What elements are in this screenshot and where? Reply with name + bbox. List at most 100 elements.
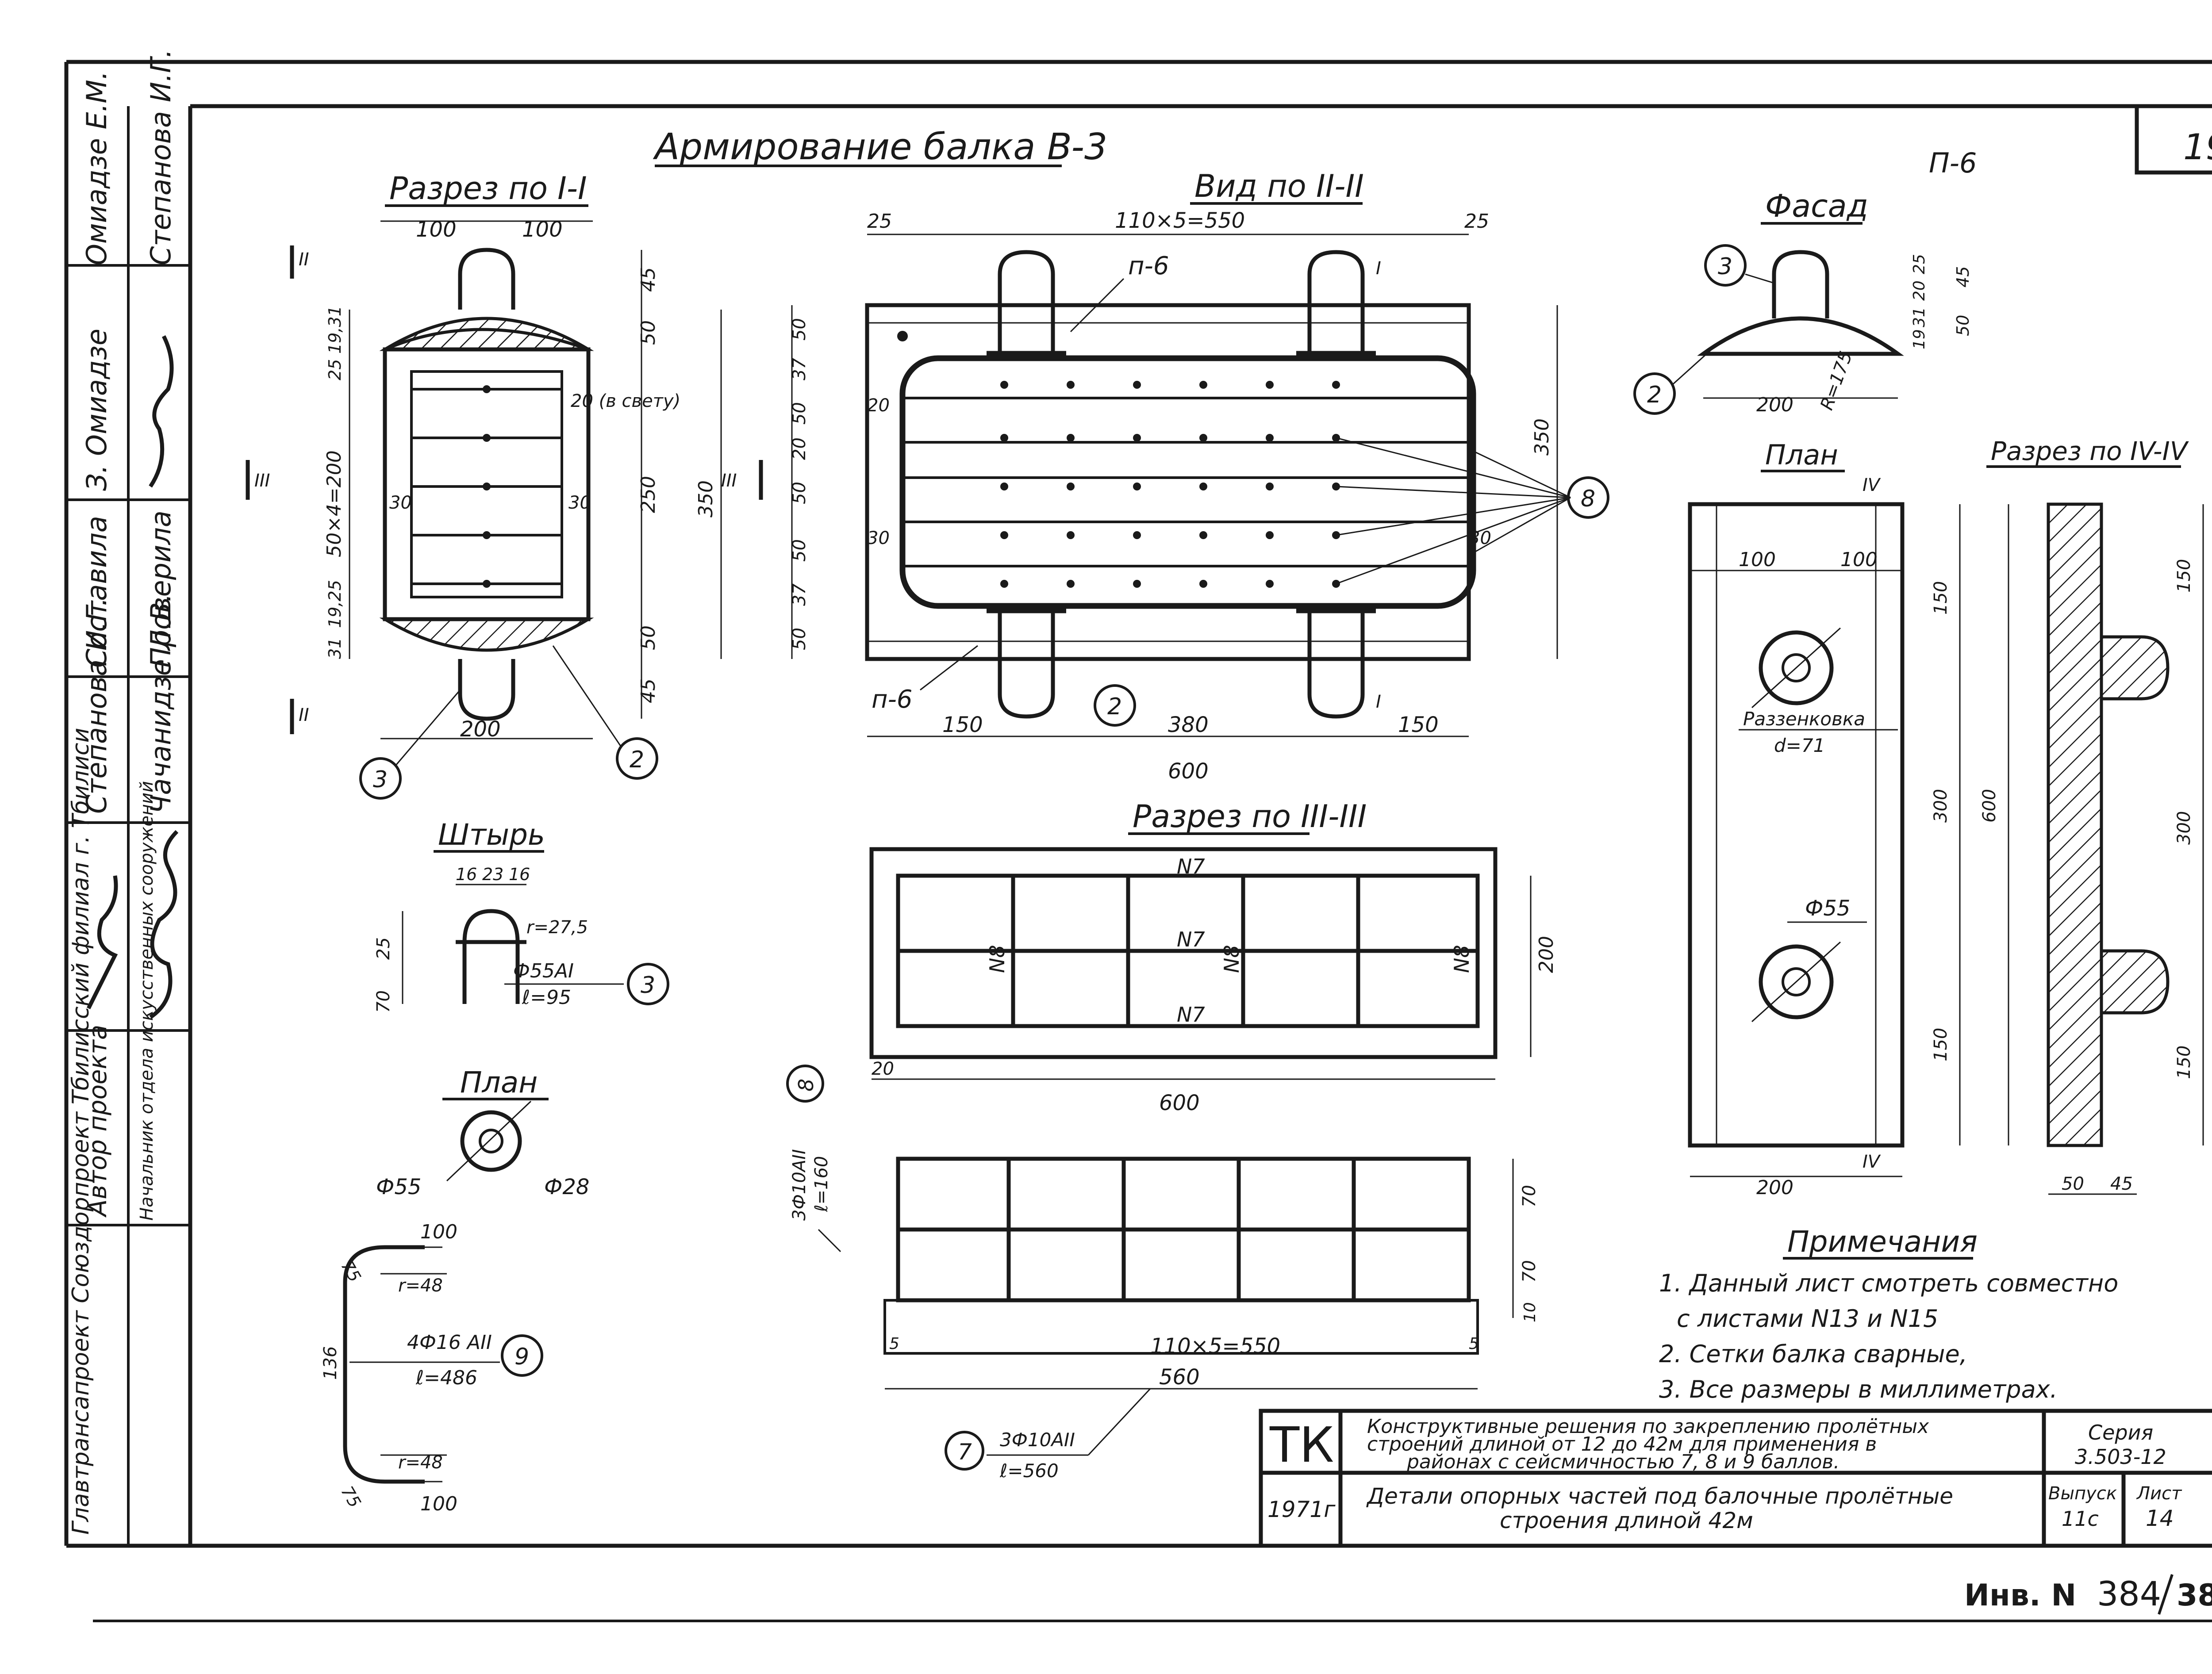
- s1-marker-top: II: [299, 249, 309, 270]
- s1-lbl-350: 350: [695, 480, 717, 517]
- v2-lbl-p6-top: п-6: [1128, 252, 1169, 280]
- title-block: ТК 1971г Конструктивные решения по закре…: [1259, 1409, 2212, 1548]
- pr-lbl-300: 300: [1931, 789, 1951, 823]
- stamp-col1-4: Степанова И.Г.: [81, 598, 113, 814]
- pr-marker-top: IV: [1863, 475, 1881, 495]
- section-4: Разрез по IV-IV 150 300 150 50 45: [1986, 436, 2204, 1195]
- s4-lbl-150b: 150: [2174, 1046, 2194, 1079]
- v2-lbl-150b: 150: [1398, 713, 1439, 737]
- s3-lbl-200: 200: [1535, 936, 1558, 973]
- inv-number: 384: [2097, 1574, 2161, 1613]
- inventory-number: Инв. N 384 38: [1964, 1574, 2212, 1615]
- pm-lbl-10: 10: [1521, 1302, 1539, 1322]
- section-1: Разрез по I-I 100 100 45 50 250 350 50: [246, 170, 763, 800]
- s1-lbl-31: 31: [325, 638, 345, 659]
- r9-lbl-75a: 75: [337, 1257, 365, 1286]
- signature-1: [86, 875, 118, 1010]
- r9-lbl-bars: 4Ф16 АII: [407, 1331, 492, 1354]
- stamp-col1-6: Автор проекта: [84, 1025, 112, 1218]
- pr-lbl-d71: d=71: [1774, 735, 1825, 756]
- v2-marker-bot: I: [1376, 692, 1381, 712]
- view-2-title: Вид по II-II: [1194, 168, 1364, 204]
- pm-lbl-5a: 5: [889, 1335, 899, 1353]
- left-stamp: Омиадзе Е.М. З. Омиадзе Составила Степан…: [66, 49, 190, 1546]
- pr-lbl-phi55: Ф55: [1805, 896, 1850, 921]
- v2-lbl-550: 110×5=550: [1115, 208, 1245, 233]
- s1-lbl-200: 200: [460, 717, 501, 742]
- section-1-title: Разрез по I-I: [389, 170, 587, 207]
- pin-lbl-dia: Ф55АI: [513, 960, 574, 982]
- sheet-frame: [64, 60, 2212, 1622]
- pm-lbl-5b: 5: [1469, 1335, 1479, 1353]
- s1-lbl-100a: 100: [416, 217, 457, 242]
- facade-lbl-19: 19: [1910, 329, 1928, 349]
- signature-2: [149, 335, 174, 488]
- s3-lbl-600: 600: [1159, 1091, 1200, 1115]
- facade-title: Фасад: [1765, 188, 1868, 224]
- v2-lbl-50e: 50: [789, 628, 810, 650]
- pm-lbl-560: 560: [1159, 1365, 1200, 1390]
- pm-callout-num: 7: [958, 1439, 972, 1465]
- v2-lbl-25b: 25: [1464, 210, 1489, 233]
- r9-lbl-136: 136: [320, 1346, 341, 1380]
- note-1: 1. Данный лист смотреть совместно: [1659, 1269, 2118, 1297]
- pin-lbl-r: r=27,5: [526, 917, 588, 938]
- v2-callout-2: 2: [1107, 693, 1122, 720]
- pr-lbl-100b: 100: [1840, 548, 1878, 571]
- v2-lbl-350: 350: [1531, 418, 1553, 456]
- s1-marker-left: III: [254, 471, 270, 491]
- facade-lbl-50: 50: [1953, 315, 1973, 336]
- inv-suffix: 38: [2177, 1578, 2212, 1613]
- note-1b: с листами N13 и N15: [1677, 1305, 1938, 1333]
- s1-lbl-1925: 19,25: [325, 580, 345, 628]
- pr-lbl-100a: 100: [1739, 548, 1776, 571]
- tb-series-label: Серия: [2088, 1421, 2153, 1444]
- tb-desc-top-1: Конструктивные решения по закреплению пр…: [1367, 1415, 1929, 1438]
- tb-desc-bot-1: Детали опорных частей под балочные пролё…: [1366, 1483, 1953, 1509]
- notes: Примечания 1. Данный лист смотреть совме…: [1659, 1225, 2118, 1403]
- facade-lbl-20: 20: [1910, 280, 1928, 301]
- v2-lbl-50a: 50: [789, 318, 810, 341]
- v2-lbl-20: 20: [789, 437, 810, 460]
- plan-right-title: План: [1765, 439, 1838, 471]
- s1-lbl-gap: 20 (в свету): [571, 391, 680, 411]
- s3-callout-bars: 3Ф10АII: [789, 1149, 810, 1221]
- facade-lbl-R: R=175: [1816, 349, 1856, 413]
- r9-callout: 9: [515, 1344, 529, 1370]
- rebar-9: 100 75 r=48 136 4Ф16 АII ℓ=486 9 r=48 75…: [320, 1221, 543, 1515]
- pm-lbl-70a: 70: [1519, 1185, 1540, 1207]
- v2-lbl-380: 380: [1168, 713, 1209, 737]
- facade: П-6 Фасад 25 20 31 19 45 50 200 R=175 3 …: [1633, 147, 1977, 416]
- tb-desc-bot-2: строения длиной 42м: [1500, 1508, 1753, 1533]
- tb-logo: ТК: [1269, 1417, 1334, 1473]
- s1-lbl-250: 250: [637, 476, 660, 513]
- v2-lbl-20b: 20: [867, 395, 890, 416]
- signature-3: [149, 830, 179, 1019]
- s3-n8-c: N8: [1450, 945, 1474, 973]
- pr-lbl-150b: 150: [1931, 1028, 1951, 1061]
- v2-lbl-600: 600: [1168, 759, 1209, 784]
- s1-lbl-50a: 50: [637, 320, 660, 345]
- tb-year: 1971г: [1267, 1497, 1336, 1522]
- facade-lbl-31: 31: [1910, 307, 1928, 327]
- pin-plan-28: Ф28: [544, 1175, 589, 1199]
- pin-lbl-23: 23: [482, 865, 503, 884]
- s1-marker-bottom: II: [299, 705, 309, 725]
- s3-n8-a: N8: [985, 945, 1009, 973]
- v2-lbl-37a: 37: [789, 358, 810, 380]
- s3-callout-len: ℓ=160: [811, 1156, 832, 1212]
- pin: Штырь 16 23 16 25 70 r=27,5 Ф55АI ℓ=95 3: [373, 818, 669, 1013]
- s1-callout-3: 3: [373, 766, 388, 793]
- pin-lbl-16a: 16: [456, 865, 477, 884]
- pr-lbl-150a: 150: [1931, 581, 1951, 615]
- s1-lbl-45a: 45: [637, 267, 660, 292]
- pin-callout-3: 3: [641, 972, 655, 999]
- s1-callout-2: 2: [630, 747, 644, 773]
- s3-lbl-20: 20: [872, 1059, 894, 1079]
- pin-lbl-len: ℓ=95: [522, 986, 571, 1009]
- plan-right: План 100 100 150 300 150 600 200 Раззенк…: [1688, 439, 2009, 1199]
- s1-lbl-30b: 30: [568, 493, 591, 513]
- s1-lbl-1931: 19,31: [325, 306, 345, 354]
- s1-lbl-25: 25: [325, 359, 345, 380]
